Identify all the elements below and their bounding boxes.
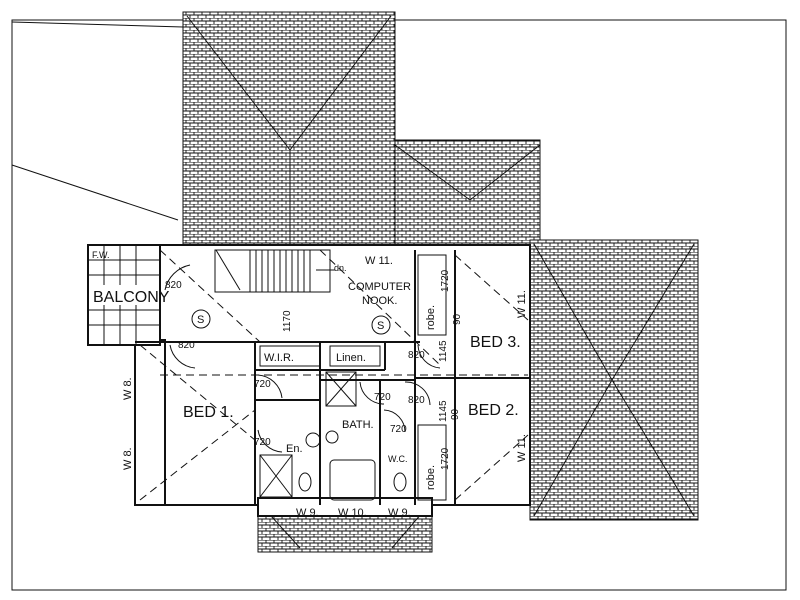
window-label-w8: W 8. xyxy=(122,377,134,400)
smoke-detector-label: S xyxy=(197,314,204,326)
dimension-label: 820 xyxy=(408,395,425,406)
room-label-ensuite: En. xyxy=(286,443,303,455)
dimension-label: 720 xyxy=(390,424,407,435)
boundary-line xyxy=(11,164,179,221)
room-label-robe: robe. xyxy=(425,465,437,490)
basin xyxy=(325,430,339,444)
dimension-label: 720 xyxy=(254,379,271,390)
room-label-bed1: BED 1. xyxy=(183,404,234,421)
dimension-label: 720 xyxy=(374,392,391,403)
basin xyxy=(305,432,321,448)
toilet xyxy=(298,472,312,492)
window-label-w8: W 8. xyxy=(122,447,134,470)
window-label-w11: W 11. xyxy=(516,290,528,318)
room-label-robe: robe. xyxy=(425,305,437,330)
smoke-detector-label: S xyxy=(377,320,384,332)
dimension-label: 720 xyxy=(254,437,271,448)
room-label-bath: BATH. xyxy=(342,419,374,431)
linen-cupboard xyxy=(329,345,381,367)
window-label-w11: W 11. xyxy=(365,255,393,267)
robe-box xyxy=(417,254,447,336)
boundary-line xyxy=(11,21,184,28)
dimension-label: 1720 xyxy=(440,447,451,470)
shower xyxy=(259,454,293,498)
bathtub xyxy=(329,459,376,501)
room-label-balcony: BALCONY xyxy=(93,289,170,306)
robe-box xyxy=(417,424,447,501)
room-label-computer-nook: COMPUTER xyxy=(348,281,411,293)
dimension-label: 1145 xyxy=(438,340,449,362)
shower xyxy=(325,371,357,407)
room-label-wir: W.I.R. xyxy=(264,352,294,364)
internal-walls xyxy=(135,250,530,505)
dimension-label: 90 xyxy=(452,313,463,325)
room-label-bed3: BED 3. xyxy=(470,334,521,351)
door-swings xyxy=(164,264,441,453)
stair-direction-label: dn. xyxy=(334,263,347,273)
room-label-wc: W.C. xyxy=(388,454,408,464)
room-label-computer-nook: NOOK. xyxy=(362,295,397,307)
dimension-label: 820 xyxy=(165,280,182,291)
smoke-detector-icon xyxy=(191,309,211,329)
balcony-rail xyxy=(88,245,160,345)
smoke-detector-icon xyxy=(371,315,391,335)
label-fw: F.W. xyxy=(92,250,110,260)
dimension-label: 1145 xyxy=(438,400,449,422)
wir-shelf xyxy=(259,345,321,367)
page-border xyxy=(11,19,787,591)
dimension-label: 90 xyxy=(450,408,461,420)
ceiling-lines xyxy=(139,249,529,501)
room-label-bed2: BED 2. xyxy=(468,402,519,419)
dimension-label: 820 xyxy=(178,340,195,351)
toilet xyxy=(393,472,407,492)
dimension-label: 820 xyxy=(408,350,425,361)
window-label-w9: W 9. xyxy=(388,507,411,519)
window-label-w10: W 10. xyxy=(338,507,367,519)
window-label-w11: W 11. xyxy=(516,434,528,462)
window-label-w9: W 9. xyxy=(296,507,319,519)
room-label-linen: Linen. xyxy=(336,352,366,364)
fixtures xyxy=(259,254,447,501)
dimension-label: 1170 xyxy=(282,310,293,332)
stairs xyxy=(214,249,335,293)
dimension-label: 1720 xyxy=(440,269,451,292)
